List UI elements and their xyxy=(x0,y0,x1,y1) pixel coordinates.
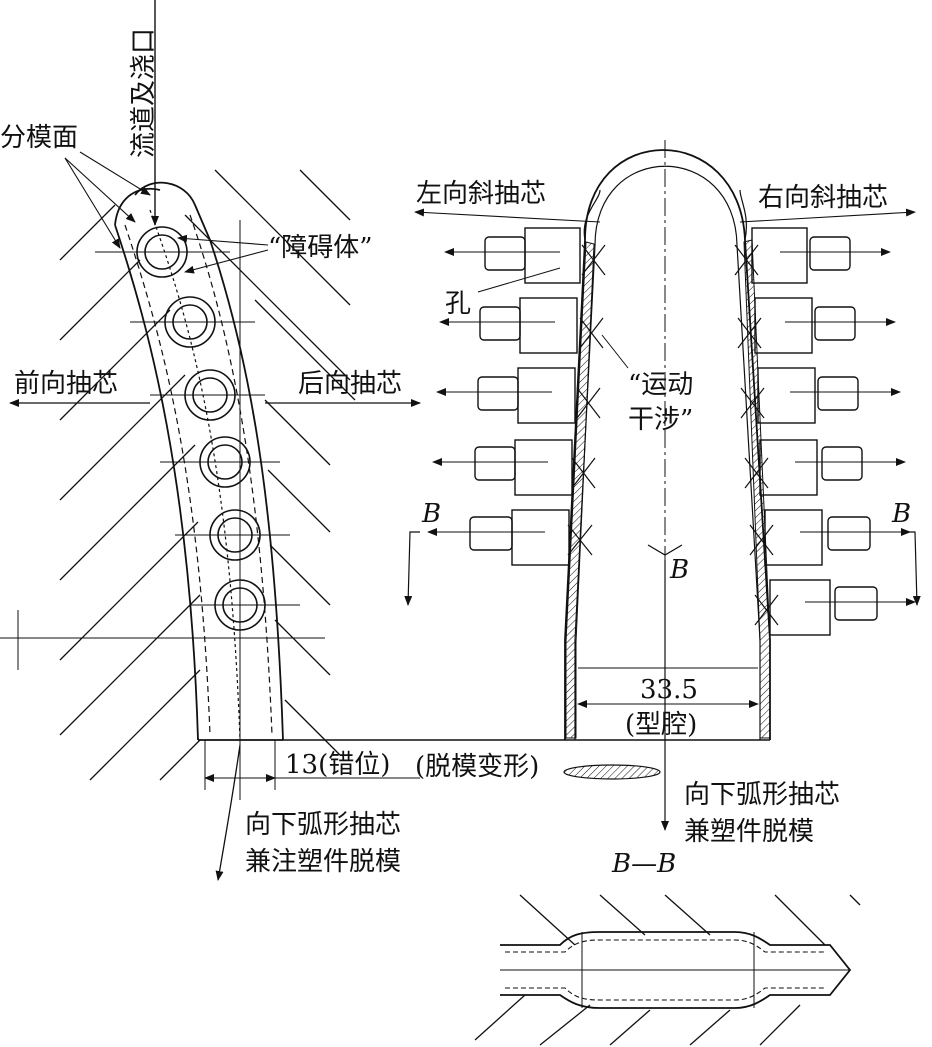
left-part-outline-outer xyxy=(134,181,284,741)
label-arc-core-left-2: 兼注塑件脱模 xyxy=(245,847,401,877)
label-arc-core-right-2: 兼塑件脱模 xyxy=(684,817,814,847)
label-arc-core-left-1: 向下弧形抽芯 xyxy=(245,810,401,840)
label-section-b-center: B xyxy=(669,555,689,585)
label-parting-surface: 分模面 xyxy=(0,123,78,153)
label-left-oblique-core: 左向斜抽芯 xyxy=(416,179,546,209)
label-arc-core-right-1: 向下弧形抽芯 xyxy=(684,780,840,810)
label-runner-gate: 流道及浇口 xyxy=(129,28,159,158)
label-motion-interference-2: 干涉” xyxy=(628,405,693,435)
right-view xyxy=(283,140,921,831)
label-cavity: (型腔) xyxy=(625,710,697,740)
label-demold-deform: (脱模变形) xyxy=(415,752,539,782)
section-bb xyxy=(474,894,861,1046)
label-offset: 13(错位) xyxy=(285,750,390,780)
label-section-title: B—B xyxy=(611,849,676,879)
left-mold-hatch xyxy=(59,169,356,781)
label-right-oblique-core: 右向斜抽芯 xyxy=(758,183,888,213)
label-forward-core: 前向抽芯 xyxy=(14,369,118,399)
right-core-blocks xyxy=(751,227,878,636)
label-backward-core: 后向抽芯 xyxy=(298,369,402,399)
interference-marks xyxy=(567,244,779,626)
diagram-labels: 分模面 流道及浇口 “障碍体” 前向抽芯 后向抽芯 左向斜抽芯 右向斜抽芯 孔 … xyxy=(0,28,911,879)
left-view xyxy=(0,0,421,881)
label-motion-interference-1: “运动 xyxy=(628,370,693,400)
left-core-blocks xyxy=(469,227,581,566)
section-hatch xyxy=(474,894,861,1046)
label-section-b-right: B xyxy=(891,499,911,529)
label-section-b-left: B xyxy=(421,499,441,529)
label-cavity-dim: 33.5 xyxy=(640,675,698,705)
label-hole: 孔 xyxy=(445,289,471,319)
left-hole-circles xyxy=(136,226,266,631)
label-obstacle: “障碍体” xyxy=(268,233,373,263)
